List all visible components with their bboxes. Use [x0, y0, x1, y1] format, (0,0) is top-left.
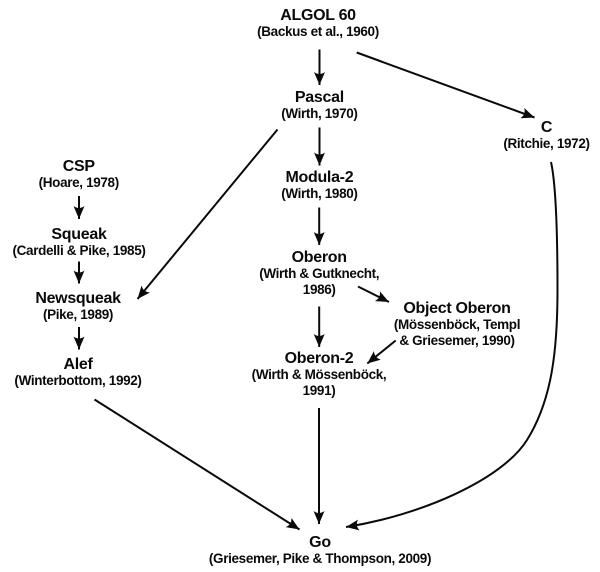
node-oberon2-citation: (Wirth & Mössenböck, 1991): [251, 366, 387, 398]
node-go: Go (Griesemer, Pike & Thompson, 2009): [208, 534, 432, 567]
node-algol60-name: ALGOL 60: [280, 6, 356, 24]
node-oberon: Oberon (Wirth & Gutknecht, 1986): [259, 249, 379, 298]
node-squeak: Squeak (Cardelli & Pike, 1985): [12, 226, 145, 259]
node-modula2-name: Modula-2: [285, 169, 354, 187]
node-object_oberon-name: Object Oberon: [403, 300, 511, 318]
edge-algol60-c: [356, 51, 535, 119]
node-object_oberon-citation: (Mössenböck, Templ & Griesemer, 1990): [393, 317, 521, 349]
node-algol60: ALGOL 60 (Backus et al., 1960): [257, 7, 379, 40]
node-go-name: Go: [309, 534, 331, 551]
node-modula2: Modula-2 (Wirth, 1980): [281, 169, 358, 202]
node-alef-citation: (Winterbottom, 1992): [14, 373, 142, 388]
node-newsqueak: Newsqueak (Pike, 1989): [35, 289, 121, 323]
node-squeak-name: Squeak: [51, 225, 107, 243]
node-oberon2: Oberon-2 (Wirth & Mössenböck, 1991): [252, 350, 387, 399]
node-pascal-citation: (Wirth, 1970): [281, 106, 358, 121]
node-csp-name: CSP: [62, 158, 95, 175]
edge-alef-go: [93, 398, 301, 531]
node-oberon-citation: (Wirth & Gutknecht, 1986): [259, 265, 380, 297]
node-pascal: Pascal (Wirth, 1970): [281, 89, 358, 122]
edge-pascal-newsqueak: [136, 128, 279, 300]
node-squeak-citation: (Cardelli & Pike, 1985): [12, 242, 146, 258]
node-c-citation: (Ritchie, 1972): [503, 135, 590, 151]
edge-oberon-object_oberon: [357, 285, 390, 303]
node-pascal-name: Pascal: [294, 89, 344, 106]
node-oberon2-name: Oberon-2: [284, 349, 354, 367]
node-csp: CSP (Hoare, 1978): [38, 158, 120, 191]
node-alef: Alef (Winterbottom, 1992): [14, 356, 141, 389]
node-modula2-citation: (Wirth, 1980): [281, 186, 358, 202]
node-c: C (Ritchie, 1972): [503, 118, 590, 152]
node-go-citation: (Griesemer, Pike & Thompson, 2009): [208, 551, 432, 566]
edge-c-go: [345, 161, 559, 531]
edge-object_oberon-oberon2: [366, 339, 397, 365]
node-newsqueak-name: Newsqueak: [35, 289, 121, 307]
node-algol60-citation: (Backus et al., 1960): [257, 23, 379, 39]
node-c-name: C: [540, 118, 553, 136]
node-object_oberon: Object Oberon (Mössenböck, Templ & Gries…: [393, 300, 521, 349]
node-oberon-name: Oberon: [291, 248, 347, 266]
node-csp-citation: (Hoare, 1978): [38, 175, 120, 190]
node-newsqueak-citation: (Pike, 1989): [42, 306, 114, 322]
node-alef-name: Alef: [63, 356, 93, 373]
